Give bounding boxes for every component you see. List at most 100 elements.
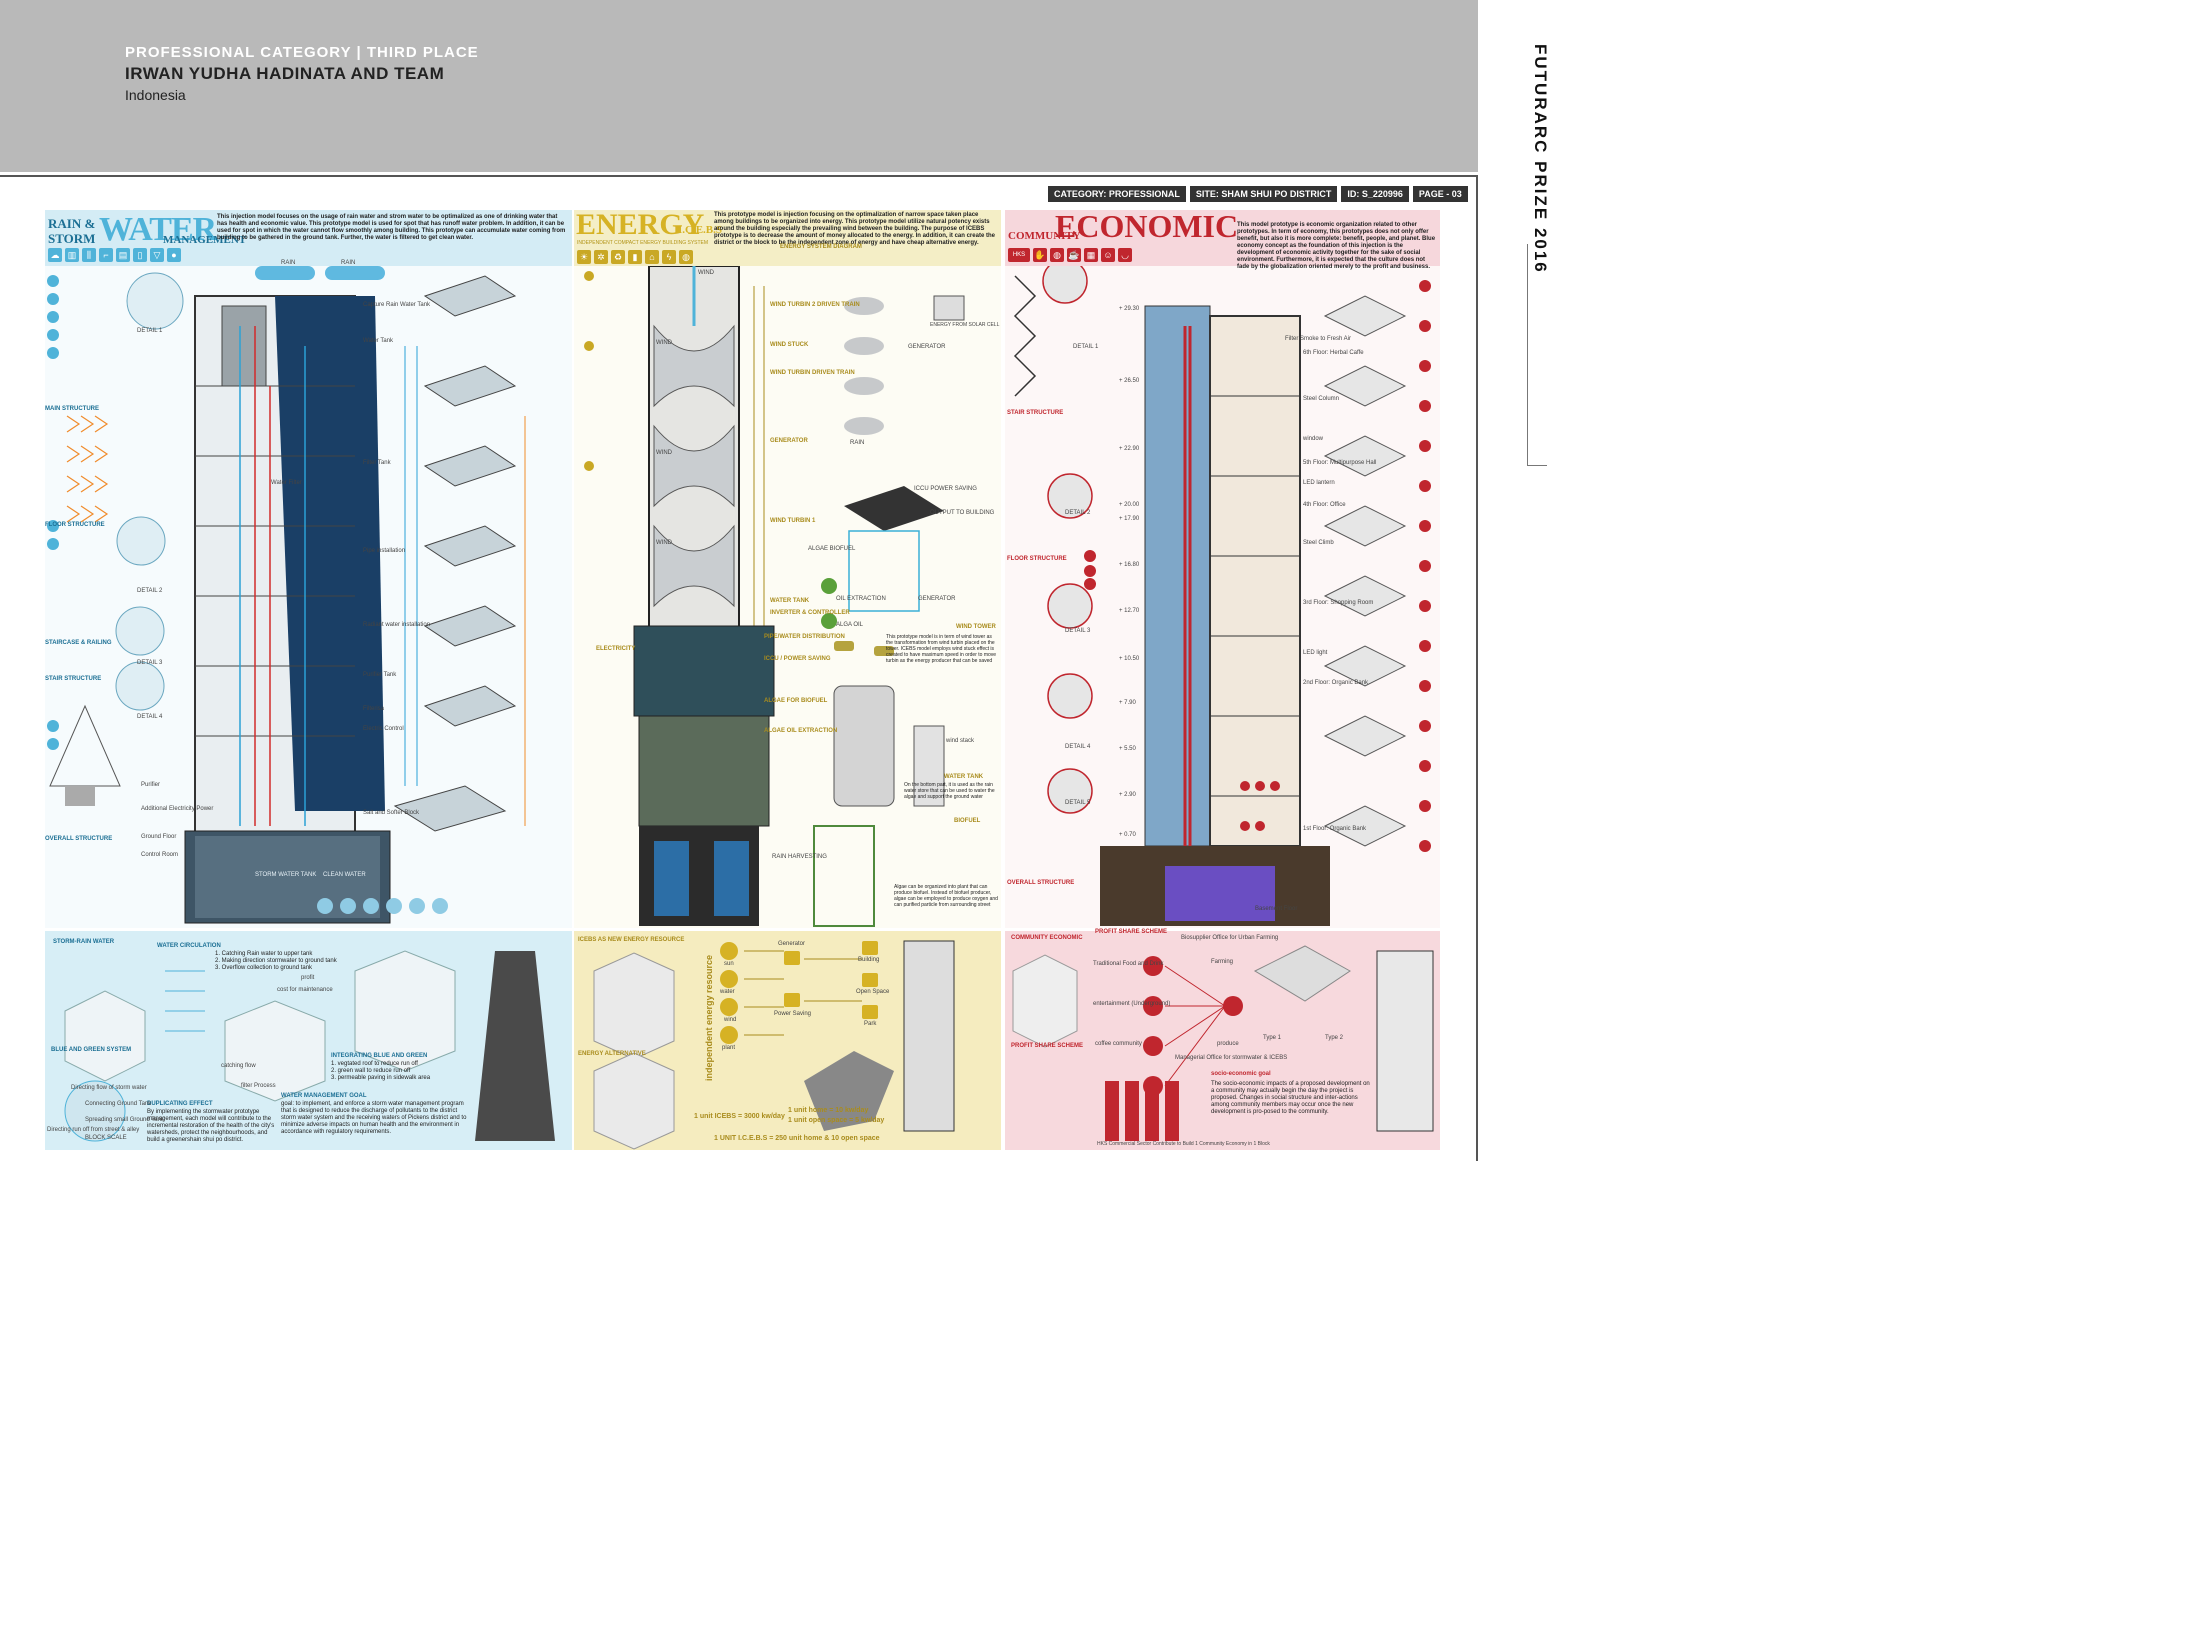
category-label: PROFESSIONAL CATEGORY	[125, 44, 352, 61]
water-note-stair: STAIR STRUCTURE	[45, 676, 102, 682]
energy-output-open: Open Space	[856, 989, 890, 995]
water-label-rain-1: RAIN	[281, 260, 296, 266]
energy-bottom-vertical: independent energy resource	[704, 954, 714, 1081]
energy-water-tank-2: WATER TANK	[944, 774, 984, 780]
water-note-overall: OVERALL STRUCTURE	[45, 836, 113, 842]
energy-wind-1: WIND	[698, 270, 714, 276]
econ-misc-climb: Steel Climb	[1303, 540, 1334, 546]
water-bottom-integrating-1: 1. vegtated roof to reduce run off	[331, 1061, 418, 1067]
econ-level-4: + 17.90	[1119, 516, 1140, 522]
energy-algae-biofuel: ALGAE FOR BIOFUEL	[764, 698, 828, 704]
energy-title-strip: ENERGY I.C.E.B.S INDEPENDENT COMPACT ENE…	[574, 208, 1001, 266]
water-label-filterisa: Filterisa	[363, 706, 385, 712]
water-label-capture: Capture Rain Water Tank	[363, 302, 431, 308]
water-misc-filter: filter Process	[241, 1083, 276, 1089]
energy-algae-text: Algae can be organized into plant that c…	[894, 884, 998, 908]
energy-algae-bio-2: ALGAE BIOFUEL	[808, 546, 856, 552]
econ-level-1: + 26.50	[1119, 378, 1140, 384]
water-label-storm-tank: STORM WATER TANK	[255, 872, 317, 878]
bolt-icon: ϟ	[662, 250, 676, 264]
poster-frame	[0, 175, 1478, 1161]
meta-id: ID: S_220996	[1341, 186, 1409, 202]
place-label: THIRD PLACE	[366, 44, 479, 61]
energy-subtitle: INDEPENDENT COMPACT ENERGY BUILDING SYST…	[577, 240, 709, 246]
globe-icon: ◍	[679, 250, 693, 264]
meta-page: PAGE - 03	[1412, 186, 1468, 202]
side-title-text: FUTURARC PRIZE 2016	[1531, 44, 1550, 274]
energy-output-saving: Power Saving	[774, 1011, 812, 1017]
team-name: IRWAN YUDHA HADINATA AND TEAM	[125, 64, 445, 83]
water-title-strip: RAIN & STORM WATER MANAGEMENT This injec…	[45, 210, 572, 266]
cup-icon: ☕	[1067, 248, 1081, 262]
econ-bottom-socio-goal: socio-economic goal	[1211, 1071, 1271, 1077]
economic-panel: COMMUNITY ECONOMIC This model prototype …	[1005, 208, 1440, 928]
econ-floor-4: 4th Floor: Office	[1303, 502, 1346, 508]
econ-floor-2: 2nd Floor: Organic Bank	[1303, 680, 1369, 686]
econ-floor-3: 3rd Floor: Shopping Room	[1303, 600, 1374, 606]
econ-level-12: + 2.90	[1119, 792, 1136, 798]
economic-illustration	[1013, 266, 1431, 926]
energy-water-tank-text: On the bottom part, it is used as the ra…	[904, 782, 995, 800]
hks-logo: HKS	[1008, 248, 1030, 262]
handshake-icon: ✋	[1033, 248, 1047, 262]
water-note-floor: FLOOR STRUCTURE	[45, 522, 105, 528]
econ-item-farming: Farming	[1211, 959, 1234, 965]
econ-bottom-profit-scheme: PROFIT SHARE SCHEME	[1095, 929, 1168, 935]
econ-item-entertainment: entertainment (Underground)	[1093, 1001, 1171, 1007]
water-bottom-step-1: 1. Catching Rain water to upper tank	[215, 951, 313, 957]
energy-water-tank: WATER TANK	[770, 598, 810, 604]
energy-biofuel: BIOFUEL	[954, 818, 981, 824]
econ-floor-basement: Basement Floor	[1255, 906, 1298, 912]
econ-note-floor: FLOOR STRUCTURE	[1007, 556, 1067, 562]
header-band: PROFESSIONAL CATEGORY | THIRD PLACE IRWA…	[0, 0, 1478, 172]
category-separator: |	[356, 44, 362, 61]
econ-misc-lantern: LED lantern	[1303, 480, 1335, 486]
economic-title-small: COMMUNITY	[1008, 230, 1081, 242]
energy-illustration	[584, 266, 965, 927]
econ-detail-4: DETAIL 4	[1065, 744, 1091, 750]
bottle-icon: ▯	[133, 248, 147, 262]
energy-diagram-title: ENERGY SYSTEM DIAGRAM	[780, 244, 862, 250]
econ-level-11: + 5.50	[1119, 746, 1136, 752]
water-misc-maintenance: cost for maintenance	[277, 987, 333, 993]
energy-turbin-2: WIND TURBIN 2 DRIVEN TRAIN	[770, 302, 860, 308]
energy-formula-3: 1 unit open space = 5 kw/day	[788, 1117, 885, 1124]
energy-output: OUTPUT TO BUILDING	[930, 510, 995, 516]
energy-iccu: ICCU / POWER SAVING	[764, 656, 831, 662]
econ-bottom-community: COMMUNITY ECONOMIC	[1011, 935, 1083, 941]
water-label-purifier-tank: Purifier Tank	[363, 672, 397, 678]
energy-title-small: I.C.E.B.S	[678, 224, 723, 236]
water-bottom-step-3: 3. Overflow collection to ground tank	[215, 965, 313, 971]
water-bottom-illustration	[64, 950, 555, 1142]
energy-rain-harvesting: RAIN HARVESTING	[772, 854, 827, 860]
energy-intro: This prototype model is injection focusi…	[714, 212, 995, 246]
water-map-spread: Spreading small Ground Tank	[85, 1117, 164, 1123]
meta-site: SITE: SHAM SHUI PO DISTRICT	[1189, 186, 1338, 202]
energy-wind-tower-text: This prototype model is in term of wind …	[886, 634, 997, 664]
tank-icon: ▤	[116, 248, 130, 262]
glass-icon: ▽	[150, 248, 164, 262]
water-bottom-duplicating: DUPLICATING EFFECT	[147, 1101, 213, 1107]
shop-icon: ▦	[1084, 248, 1098, 262]
econ-note-overall: OVERALL STRUCTURE	[1007, 880, 1075, 886]
water-bottom-duplicating-text: By implementing the stormwater prototype…	[147, 1109, 275, 1143]
econ-item-food: Traditional Food and Drink	[1093, 961, 1164, 967]
water-label-ground: Ground Floor	[141, 834, 177, 840]
water-label-power: Additional Electricity Power	[141, 806, 214, 812]
water-map-scale: BLOCK SCALE	[85, 1135, 127, 1141]
economic-title-big: ECONOMIC	[1055, 208, 1239, 244]
econ-misc-window: window	[1303, 436, 1324, 442]
econ-bottom-type-2: Type 2	[1325, 1035, 1344, 1041]
econ-level-5: + 16.80	[1119, 562, 1140, 568]
sun-icon: ☀	[577, 250, 591, 264]
side-title: FUTURARC PRIZE 2016	[1520, 44, 1560, 274]
energy-bottom-panel: ICEBS AS NEW ENERGY RESOURCE ENERGY ALTE…	[574, 931, 1001, 1150]
energy-wind-stuck: WIND STUCK	[770, 342, 809, 348]
water-map-connect: Connecting Ground Tank	[85, 1101, 152, 1107]
energy-generator-2: GENERATOR	[908, 344, 946, 350]
econ-level-7: + 12.70	[1119, 608, 1140, 614]
water-icon-row: ☁ ▥ ⫼ ⌐ ▤ ▯ ▽ ●	[48, 248, 181, 262]
economic-icon-row: HKS ✋ ◍ ☕ ▦ ☺ ◡	[1008, 248, 1132, 262]
econ-bottom-type-1: Type 1	[1263, 1035, 1282, 1041]
econ-note-stair: STAIR STRUCTURE	[1007, 410, 1064, 416]
